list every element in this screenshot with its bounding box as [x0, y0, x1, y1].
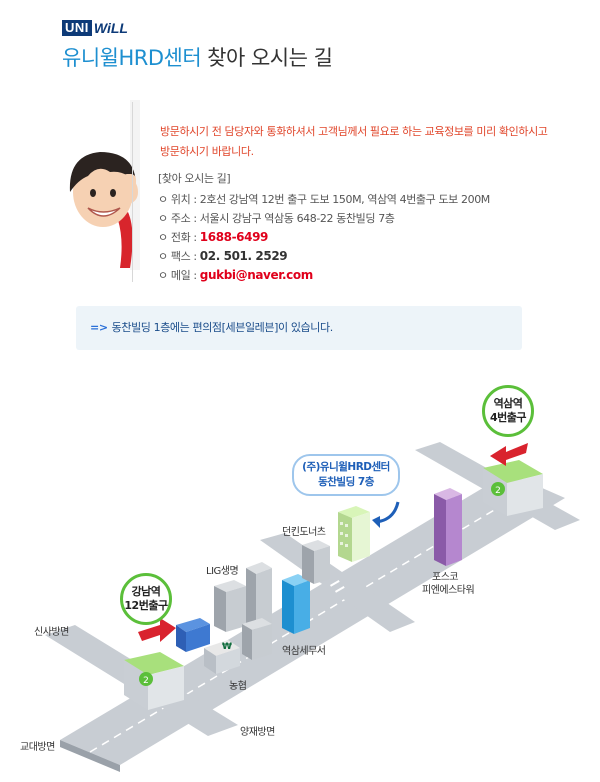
convenience-store-note: =>동찬빌딩 1층에는 편의점[세븐일레븐]이 있습니다.: [76, 306, 522, 350]
uniwill-logo: UNI WiLL: [62, 20, 128, 36]
bullet: ㅇ: [158, 250, 168, 263]
red-arrow-right: [490, 443, 528, 466]
info-value: 2호선 강남역 12번 출구 도보 150M, 역삼역 4번출구 도보 200M: [199, 193, 490, 206]
label-posco-2: 피엔에스타워: [422, 585, 475, 596]
label-yangjae: 양재방면: [240, 727, 275, 738]
target-callout: (주)유니윌HRD센터 동찬빌딩 7층: [292, 454, 400, 496]
exit-number: 12번출구: [124, 599, 168, 612]
red-arrow-left: [138, 618, 176, 642]
office-building: [242, 618, 272, 660]
fax-number: 02. 501. 2529: [199, 249, 288, 263]
bullet: ㅇ: [158, 193, 168, 206]
dunkin-building: [302, 540, 330, 584]
station-name: 역삼역: [493, 397, 523, 410]
gangnam-exit-bubble: 강남역 12번출구: [120, 573, 172, 625]
dongchan-building: [338, 506, 370, 562]
info-label: 주소 :: [170, 212, 197, 225]
intro-text: 방문하시기 전 담당자와 통화하셔서 고객님께서 필요로 하는 교육정보를 미리…: [160, 125, 548, 158]
target-name: (주)유니윌HRD센터: [302, 461, 390, 473]
yeoksam-exit-bubble: 역삼역 4번출구: [482, 385, 534, 437]
info-row-fax: ㅇ 팩스 : 02. 501. 2529: [158, 247, 490, 266]
logo-box: UNI: [62, 20, 92, 36]
info-value: 서울시 강남구 역삼동 648-22 동찬빌딩 7층: [199, 212, 395, 225]
logo-text: WiLL: [93, 20, 128, 36]
mascot-illustration: [69, 100, 140, 270]
info-row-email: ㅇ 메일 : gukbi@naver.com: [158, 266, 490, 285]
location-map: 2 2 ₩: [45, 442, 580, 772]
target-floor: 동찬빌딩 7층: [318, 476, 374, 488]
label-tax-office: 역삼세무서: [282, 646, 326, 657]
gangnam-station: [124, 652, 184, 710]
title-sub: 찾아 오시는 길: [207, 46, 333, 70]
info-row-location: ㅇ 위치 : 2호선 강남역 12번 출구 도보 150M, 역삼역 4번출구 …: [158, 190, 490, 209]
title-org: 유니윌HRD센터: [62, 46, 202, 70]
info-label: 팩스 :: [170, 250, 197, 263]
info-row-phone: ㅇ 전화 : 1688-6499: [158, 228, 490, 247]
note-text: 동찬빌딩 1층에는 편의점[세븐일레븐]이 있습니다.: [111, 321, 334, 334]
nh-bank-building: ₩: [204, 640, 240, 674]
info-label: 전화 :: [170, 231, 197, 244]
divider-line: [132, 102, 133, 282]
label-dunkin: 던킨도너츠: [282, 527, 326, 538]
email-link[interactable]: gukbi@naver.com: [199, 268, 313, 282]
info-label: 메일 :: [170, 269, 197, 282]
label-lig: LIG생명: [206, 566, 239, 577]
note-arrow: =>: [90, 321, 108, 334]
tax-office-building: [282, 574, 310, 634]
bullet: ㅇ: [158, 231, 168, 244]
bullet: ㅇ: [158, 212, 168, 225]
main-road-side: [60, 740, 120, 772]
bullet: ㅇ: [158, 269, 168, 282]
gray-tower: [246, 562, 272, 634]
label-posco-1: 포스코: [432, 572, 459, 583]
yeoksam-station: [483, 460, 543, 516]
posco-tower: [434, 488, 462, 566]
label-nh: 농협: [229, 681, 247, 692]
info-heading: [찾아 오시는 길]: [158, 172, 231, 185]
svg-text:₩: ₩: [222, 642, 232, 652]
line-2-icon-right: 2: [495, 486, 501, 496]
phone-number: 1688-6499: [199, 230, 269, 244]
info-block: [찾아 오시는 길] ㅇ 위치 : 2호선 강남역 12번 출구 도보 150M…: [158, 170, 490, 285]
line-2-icon-left: 2: [143, 676, 149, 686]
lig-building: [214, 580, 246, 632]
label-sinsa: 신사방면: [34, 627, 69, 638]
blue-building: [176, 618, 210, 652]
station-name: 강남역: [131, 585, 161, 598]
exit-number: 4번출구: [489, 411, 527, 424]
label-gyodae: 교대방면: [20, 742, 55, 753]
info-row-address: ㅇ 주소 : 서울시 강남구 역삼동 648-22 동찬빌딩 7층: [158, 209, 490, 228]
info-label: 위치 :: [170, 193, 197, 206]
